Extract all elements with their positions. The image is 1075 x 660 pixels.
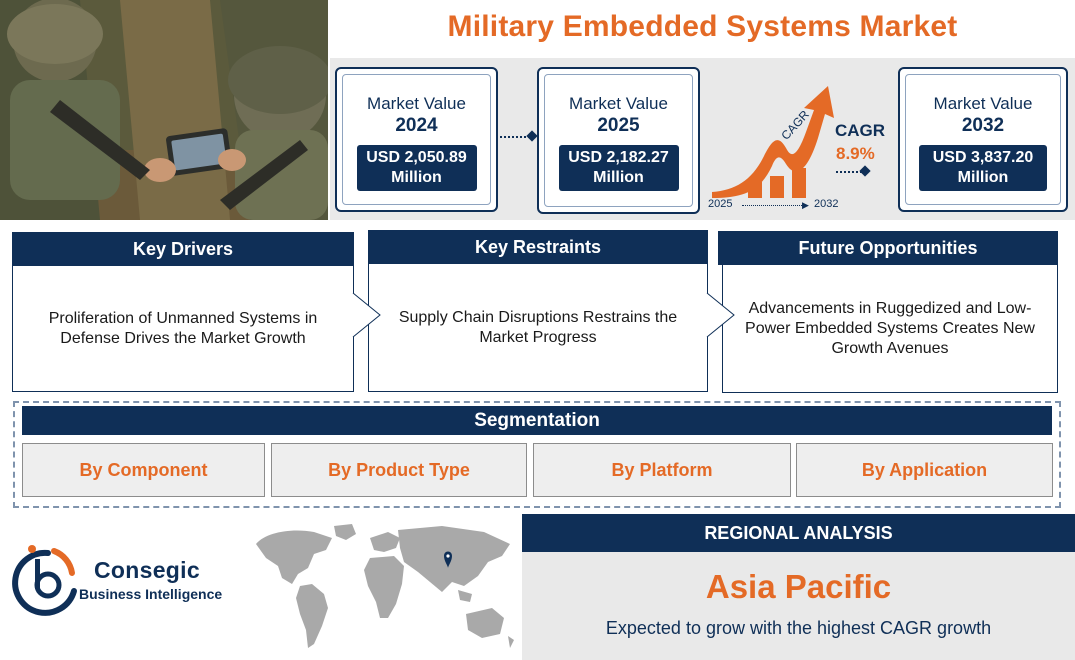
connector-line [500,136,530,138]
market-value-card-2032: Market Value 2032 USD 3,837.20 Million [898,67,1068,212]
brand-name: Consegic [94,557,200,583]
segmentation-heading: Segmentation [22,406,1052,435]
market-value-year: 2024 [395,115,438,136]
region-description: Expected to grow with the highest CAGR g… [605,618,992,638]
key-drivers-heading: Key Drivers [12,232,354,266]
key-restraints-heading: Key Restraints [368,230,708,264]
segment-by-application: By Application [796,443,1053,497]
market-value-amount: USD 3,837.20 Million [919,145,1047,191]
market-value-year: 2032 [961,115,1005,136]
consegic-logo-icon [12,545,77,616]
cagr-growth-arrow-icon: CAGR [706,84,841,204]
regional-analysis-heading: REGIONAL ANALYSIS [522,514,1075,552]
future-opportunities-heading: Future Opportunities [718,231,1058,265]
market-value-label: Market Value [367,94,466,113]
key-restraints-card: Supply Chain Disruptions Restrains the M… [368,264,708,392]
market-value-card-2024: Market Value 2024 USD 2,050.89 Million [335,67,498,212]
soldiers-photo [0,0,328,220]
segment-by-product-type: By Product Type [271,443,527,497]
market-value-amount: USD 2,050.89 Million [356,145,477,191]
future-opportunities-text: Advancements in Ruggedized and Low-Power… [745,299,1035,357]
regional-analysis-panel [522,552,1075,660]
market-value-year: 2025 [597,115,640,136]
key-drivers-card: Proliferation of Unmanned Systems in Def… [12,266,354,392]
cagr-label: CAGR [835,121,886,140]
segment-by-platform: By Platform [533,443,791,497]
page-title: Military Embedded Systems Market [447,10,958,43]
brand-subtitle: Business Intelligence [79,586,223,602]
cagr-value: 8.9% [836,144,875,163]
market-value-card-2025: Market Value 2025 USD 2,182.27 Million [537,67,700,214]
segment-by-component: By Component [22,443,265,497]
connector-line [836,171,862,173]
future-opportunities-card: Advancements in Ruggedized and Low-Power… [722,265,1058,393]
key-restraints-text: Supply Chain Disruptions Restrains the M… [398,308,678,346]
market-value-label: Market Value [569,94,668,113]
cagr-start-year: 2025 [708,198,733,210]
chevron-right-icon [352,292,381,338]
chevron-right-icon [706,292,735,338]
region-name: Asia Pacific [705,568,892,605]
world-map-icon [256,524,514,648]
market-value-label: Market Value [933,94,1033,113]
segmentation-frame [13,401,1061,508]
cagr-end-year: 2032 [814,198,839,210]
arrow-right-icon: ▶ [802,200,809,210]
year-range-line [742,205,804,206]
market-value-amount: USD 2,182.27 Million [558,145,679,191]
key-drivers-text: Proliferation of Unmanned Systems in Def… [48,309,318,347]
